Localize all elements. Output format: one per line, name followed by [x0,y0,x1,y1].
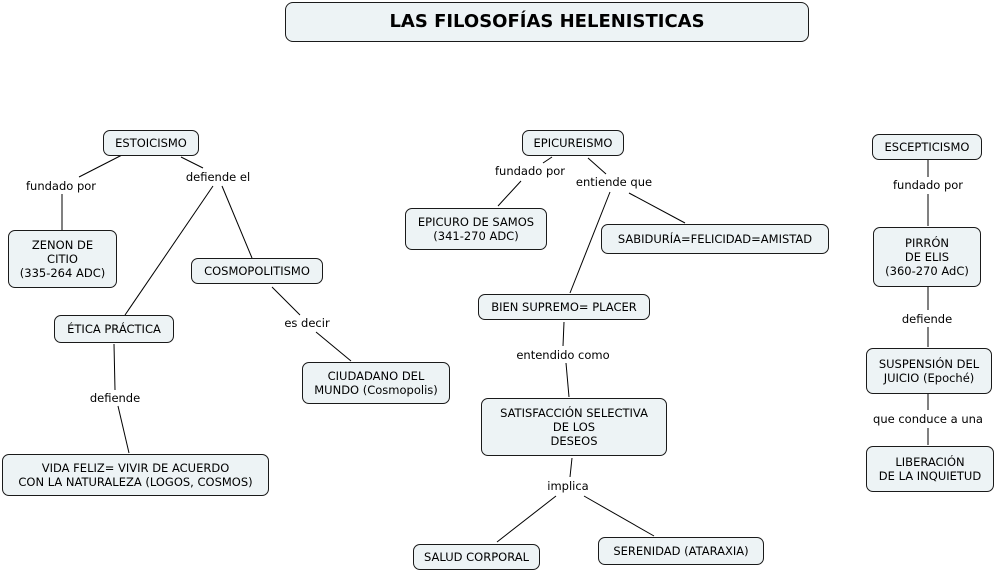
concept-zenon-de-citio[interactable]: ZENON DE CITIO (335-264 ADC) [8,230,117,288]
concept-suspension-del-juicio[interactable]: SUSPENSIÓN DEL JUICIO (Epoché) [866,348,992,394]
link-label-entiende-que: entiende que [574,175,654,189]
link-label-fundado-por: fundado por [891,178,965,192]
concept-epicureismo[interactable]: EPICUREISMO [522,130,624,156]
concept-liberacion-de-la-inquietud[interactable]: LIBERACIÓN DE LA INQUIETUD [866,446,994,492]
concept-cosmopolitismo[interactable]: COSMOPOLITISMO [191,258,323,284]
link-label-fundado-por: fundado por [24,179,98,193]
concept-epicuro-de-samos[interactable]: EPICURO DE SAMOS (341-270 ADC) [405,208,547,250]
concept-bien-supremo[interactable]: BIEN SUPREMO= PLACER [478,294,650,320]
link-label-defiende: defiende [88,391,142,405]
link-label-que-conduce-a-una: que conduce a una [872,412,984,426]
link-label-entendido-como: entendido como [515,348,611,362]
link-label-es-decir: es decir [283,316,331,330]
concept-vida-feliz[interactable]: VIDA FELIZ= VIVIR DE ACUERDO CON LA NATU… [2,454,269,496]
concept-etica-practica[interactable]: ÉTICA PRÁCTICA [54,315,174,343]
concept-pirron-de-elis[interactable]: PIRRÓN DE ELIS (360-270 AdC) [873,227,981,287]
link-label-fundado-por: fundado por [493,164,567,178]
concept-satisfaccion-selectiva[interactable]: SATISFACCIÓN SELECTIVA DE LOS DESEOS [481,398,667,456]
concept-escepticismo[interactable]: ESCEPTICISMO [872,134,982,160]
link-label-defiende: defiende [900,312,954,326]
concept-serenidad[interactable]: SERENIDAD (ATARAXIA) [598,537,764,565]
concept-salud-corporal[interactable]: SALUD CORPORAL [413,544,540,570]
map-title: LAS FILOSOFÍAS HELENISTICAS [285,2,809,42]
concept-estoicismo[interactable]: ESTOICISMO [103,130,199,156]
concept-sabiduria-felicidad-amistad[interactable]: SABIDURÍA=FELICIDAD=AMISTAD [601,224,829,254]
link-label-defiende-el: defiende el [184,170,252,184]
link-label-implica: implica [546,479,590,493]
concept-ciudadano-del-mundo[interactable]: CIUDADANO DEL MUNDO (Cosmopolis) [302,362,450,404]
